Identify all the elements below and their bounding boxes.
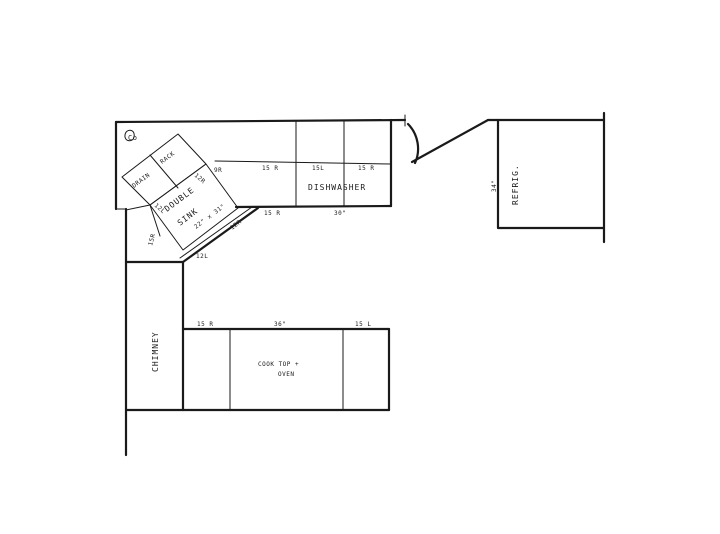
sink-corner-label: 9R [214,167,222,174]
diagonal-front-edge [181,206,260,264]
door-swing [406,118,490,165]
drain-rack-divider [149,154,179,189]
sink-side-15r-label: 15R [147,233,157,247]
drain-label: DRAIN [131,172,152,190]
counter-depth-line [214,160,392,165]
upper-15l-label: 15L [312,165,324,172]
upper-15r-b-label: 15 R [358,165,374,172]
upper-counter-front-edge [234,204,393,209]
sink-dims-label: 22" x 31" [193,203,227,231]
oven-label: OVEN [278,371,294,378]
labels: Co DRAIN RACK DOUBLE SINK 22" x 31" 12L … [128,134,520,378]
corner-sink-area [115,129,260,264]
refrig-34-label: 34" [491,180,498,192]
refrigerator-outline [486,118,606,230]
corner-mark-text: Co [128,134,137,142]
dishwasher-label: DISHWASHER [308,183,366,192]
sink-12r-label: 12R [193,172,207,185]
upper-15r-label: 15 R [262,165,278,172]
rack-label: RACK [159,150,176,165]
refrigerator [486,111,606,244]
cooktop-label: COOK TOP + [258,361,299,368]
lower-36-label: 36" [274,321,286,328]
door-line [410,118,490,164]
chimney [124,260,185,457]
diag-12l-label: 12L [196,253,208,260]
upper-counter [114,114,407,211]
lower-counter [124,327,391,412]
lower-15r-label: 15 R [197,321,213,328]
upper-counter-top-edge [114,118,407,124]
upper-30-label: 30" [334,210,346,217]
diagonal-inner-edge [179,206,253,259]
sink-side-piece [125,204,161,237]
drain-rack-outline [121,133,207,206]
lower-15l-label: 15 L [355,321,371,328]
refrig-label: REFRIG. [511,164,520,205]
corner-mark-icon [124,129,135,142]
upper-15r-low-label: 15 R [264,210,280,217]
chimney-label: CHIMNEY [151,331,160,372]
door-swing-arc [406,122,420,165]
